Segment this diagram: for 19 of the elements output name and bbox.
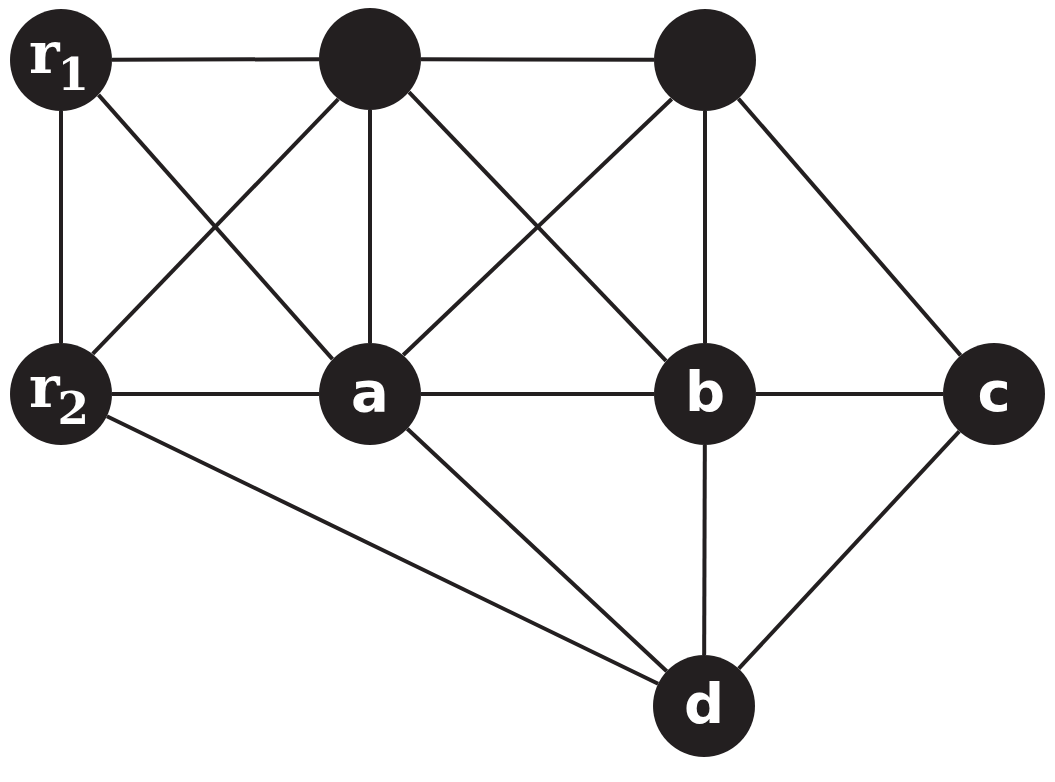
vertex-label: r$_{1}$ — [28, 24, 89, 98]
edge-line — [736, 97, 963, 357]
vertex-label: d — [683, 676, 725, 732]
edge-line — [421, 57, 654, 62]
edge-line — [405, 427, 669, 673]
edge-line — [737, 430, 961, 670]
vertex-label: c — [977, 364, 1011, 420]
edge-line — [421, 392, 654, 396]
edge-line — [59, 111, 63, 343]
edge-line — [112, 57, 319, 62]
edge-line — [703, 111, 707, 343]
edge-line — [702, 445, 707, 655]
edge-line — [756, 392, 943, 396]
edge-line — [106, 414, 659, 686]
edge-line — [112, 392, 319, 396]
edge-line — [368, 110, 372, 343]
vertex-label: r$_{2}$ — [28, 358, 89, 432]
vertex-label: a — [351, 364, 389, 420]
vertex-label: b — [684, 364, 726, 420]
